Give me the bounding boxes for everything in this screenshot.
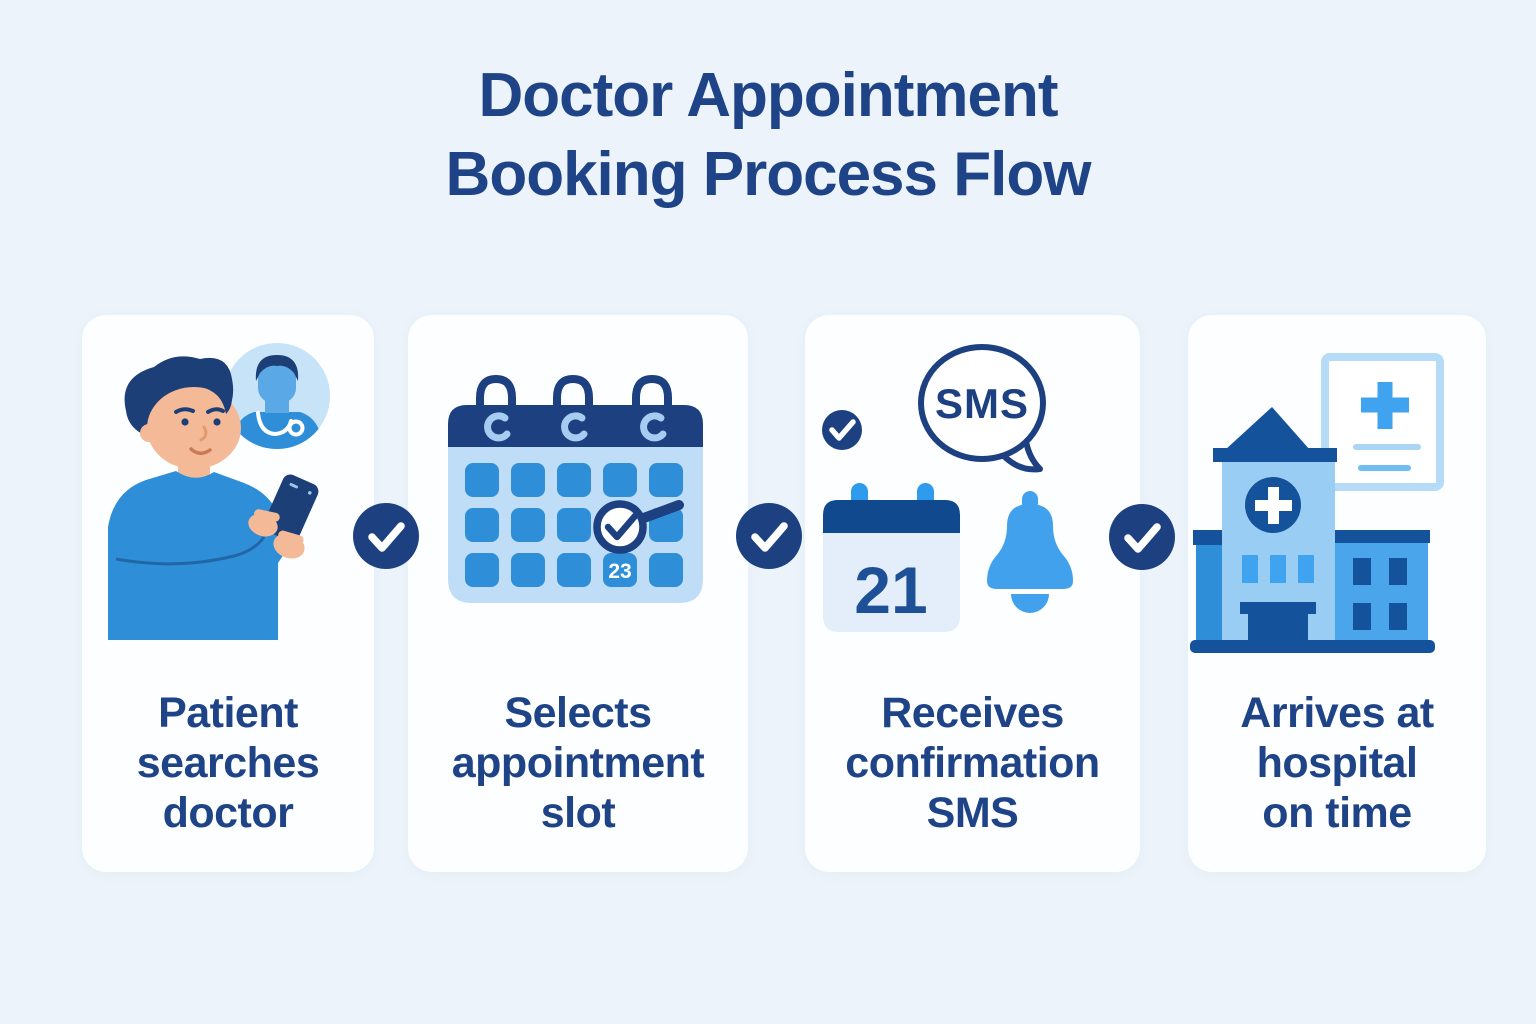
doctor-avatar-bubble <box>224 343 330 449</box>
medical-document <box>1321 353 1444 491</box>
page-title: Doctor Appointment Booking Process Flow <box>0 56 1536 214</box>
selected-date-check-icon <box>593 500 684 554</box>
step-label-patient-searches: Patient searches doctor <box>136 689 320 837</box>
calendar-header <box>448 405 703 447</box>
step-card-receives-sms: SMS 21 Receives confirmation SMS <box>805 315 1140 872</box>
bell-icon <box>987 491 1073 613</box>
svg-text:23: 23 <box>608 560 631 583</box>
patient-figure <box>108 356 300 640</box>
date-grid <box>465 463 683 587</box>
reminder-calendar-icon: 21 <box>823 483 960 632</box>
step-label-arrives-hospital: Arrives at hospital on time <box>1240 689 1434 837</box>
connector-check-icon <box>353 503 419 569</box>
svg-text:21: 21 <box>854 553 927 627</box>
connector-check-icon <box>736 503 802 569</box>
check-badge-icon <box>822 410 862 450</box>
hospital-base <box>1190 640 1435 653</box>
hospital-building-icon <box>1190 353 1444 653</box>
calendar-selected-date-icon: 23 <box>448 374 703 603</box>
binder-rings <box>476 374 672 421</box>
date-cell-selected: 23 <box>603 553 637 587</box>
page-title-line1: Doctor Appointment <box>478 61 1059 130</box>
binder-curls <box>484 412 667 442</box>
sms-speech-bubble: SMS <box>918 344 1046 473</box>
svg-text:SMS: SMS <box>935 380 1029 427</box>
hospital-tower <box>1213 407 1337 643</box>
patient-searching-phone-icon <box>108 343 330 640</box>
sms-notification-icon: SMS 21 <box>822 344 1073 632</box>
page-title-line2: Booking Process Flow <box>445 140 1092 209</box>
hospital-left-wing <box>1193 530 1222 642</box>
step-card-selects-slot: 23 Selects appointment slot <box>408 315 748 872</box>
smartphone-icon <box>248 474 319 559</box>
step-card-patient-searches: Patient searches doctor <box>82 315 374 872</box>
hospital-right-wing <box>1335 530 1430 642</box>
step-label-selects-slot: Selects appointment slot <box>451 689 705 837</box>
step-card-arrives-hospital: Arrives at hospital on time <box>1188 315 1486 872</box>
connector-check-icon <box>1109 504 1175 570</box>
step-label-receives-sms: Receives confirmation SMS <box>845 689 1100 837</box>
